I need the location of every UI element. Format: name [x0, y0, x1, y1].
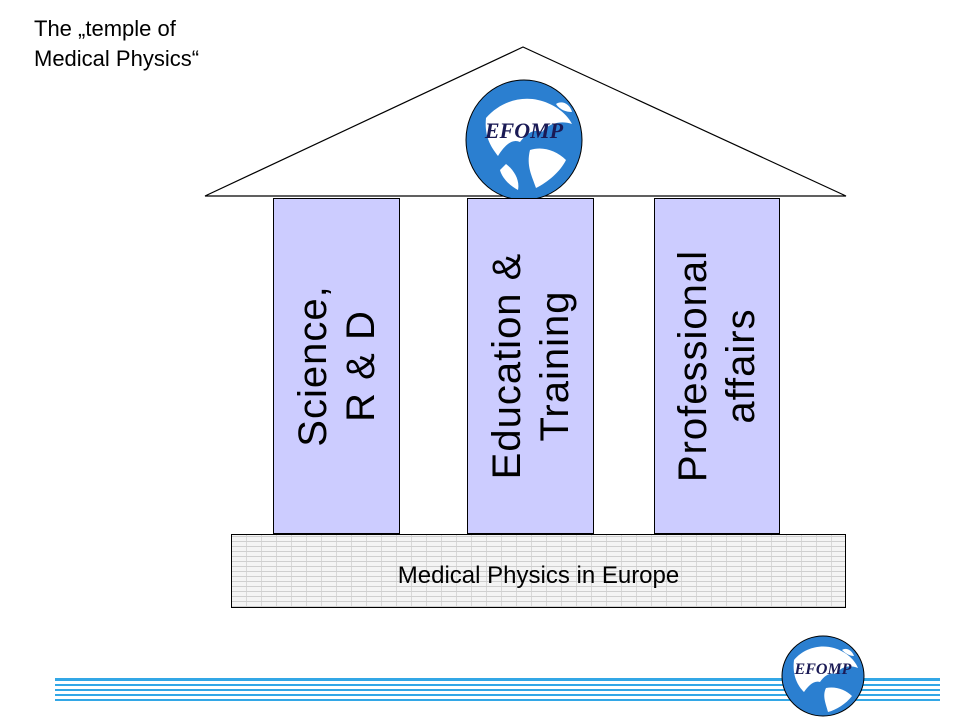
pillar-professional-label: Professional affairs	[669, 250, 765, 482]
pillar-professional-line-1: Professional	[671, 249, 715, 483]
pillar-professional: Professional affairs	[654, 198, 780, 534]
efomp-logo-roof: EFOMP	[465, 79, 583, 201]
pillar-education-line-2: Training	[532, 290, 577, 442]
footer-line	[55, 699, 940, 701]
efomp-logo-footer: EFOMP	[781, 635, 865, 717]
slide-title-line-2: Medical Physics“	[34, 46, 200, 71]
footer-line	[55, 689, 940, 691]
footer-line	[55, 684, 940, 686]
pillar-science-line-1: Science,	[290, 285, 335, 447]
slide-title-line-1: The „temple of	[34, 16, 176, 41]
pillar-education: Education & Training	[467, 198, 594, 534]
pillar-education-line-1: Education &	[484, 252, 529, 480]
efomp-logo-footer-text: EFOMP	[794, 661, 852, 678]
temple-foundation: Medical Physics in Europe	[231, 534, 846, 608]
pillar-science: Science, R & D	[273, 198, 400, 534]
slide-title: The „temple of Medical Physics“	[34, 14, 199, 74]
foundation-label: Medical Physics in Europe	[397, 562, 680, 589]
pillar-science-label: Science, R & D	[289, 285, 385, 446]
footer-rule	[55, 678, 940, 702]
footer-line	[55, 678, 940, 681]
pillar-education-label: Education & Training	[483, 253, 579, 480]
footer-line	[55, 694, 940, 696]
pillar-science-line-2: R & D	[338, 310, 383, 422]
pillar-professional-line-2: affairs	[719, 308, 763, 424]
efomp-logo-text: EFOMP	[484, 118, 564, 143]
